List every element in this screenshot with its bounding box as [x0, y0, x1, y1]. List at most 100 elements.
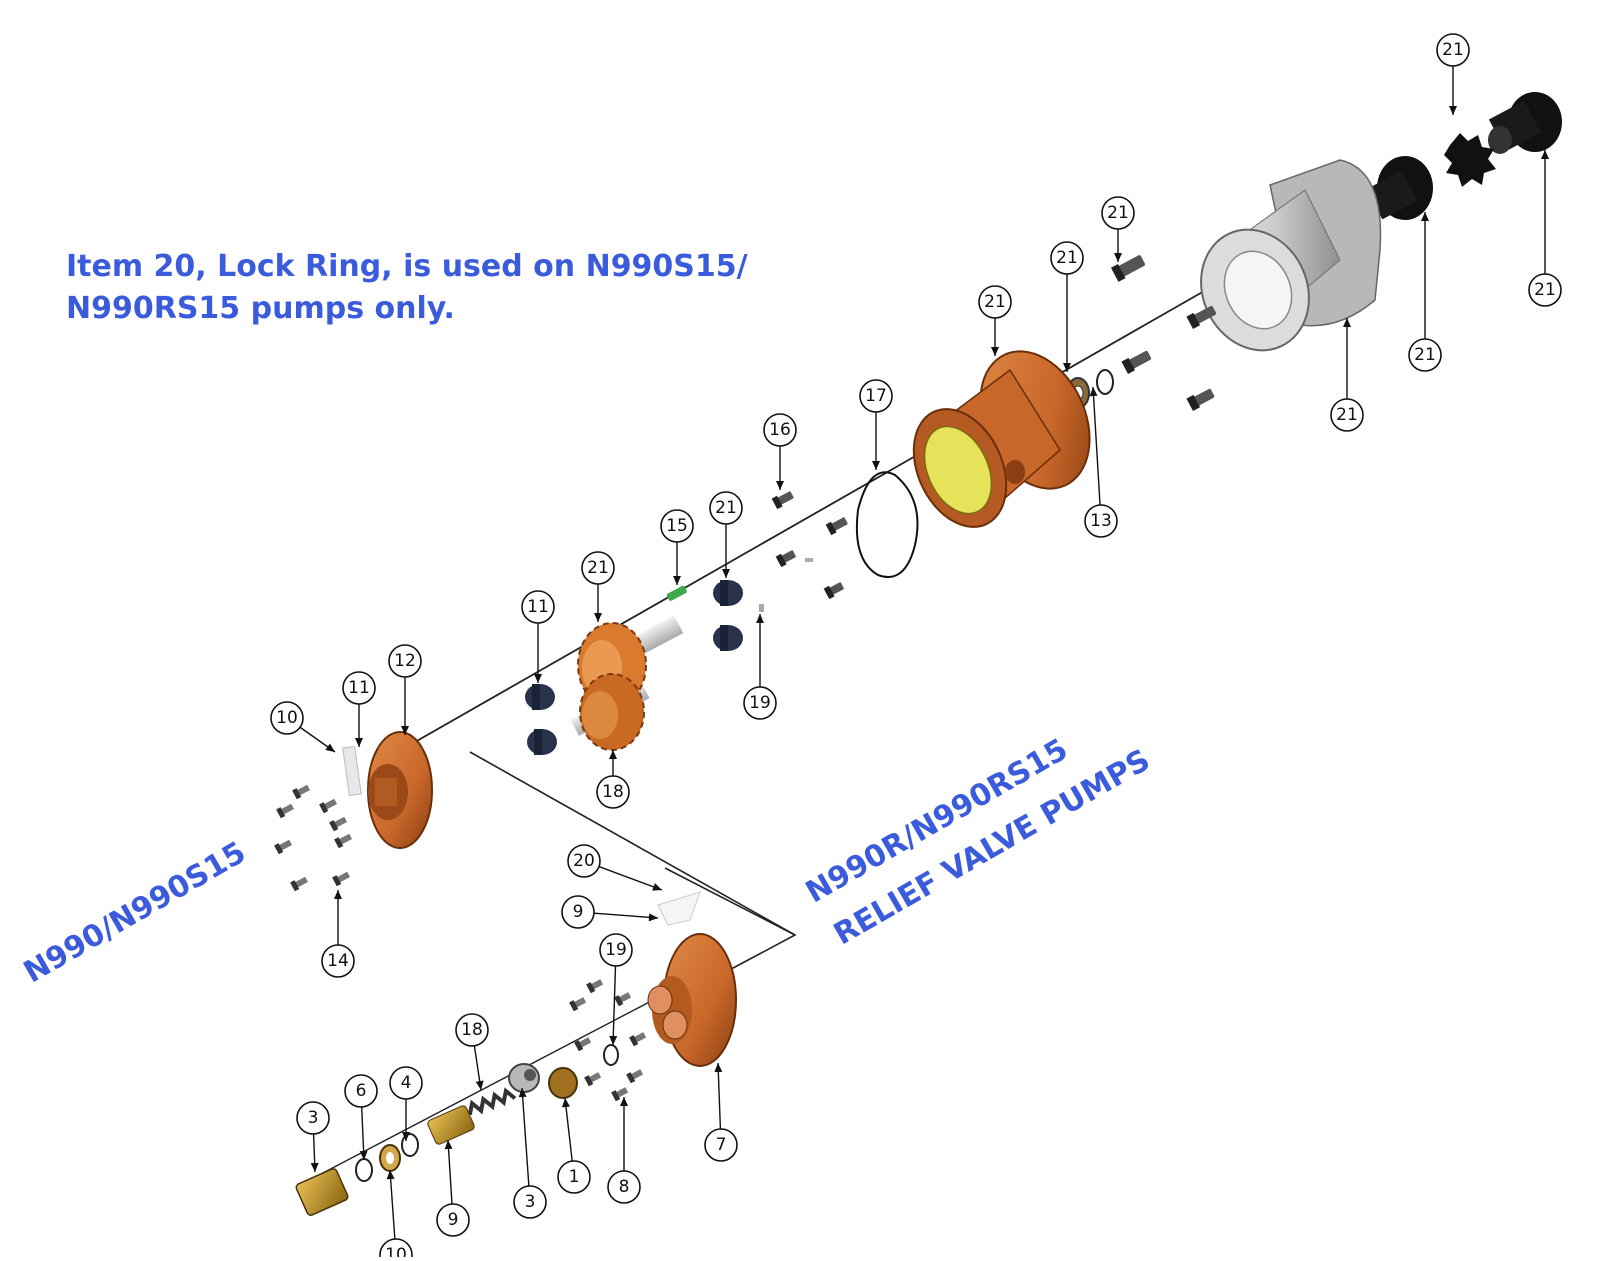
callout-11: 11 — [342, 671, 376, 705]
callout-21: 21 — [1101, 196, 1135, 230]
callout-21: 21 — [581, 551, 615, 585]
callout-13: 13 — [1084, 504, 1118, 538]
callout-circle — [599, 933, 633, 967]
leader-line-7 — [717, 1062, 722, 1130]
leader-line-13 — [1092, 386, 1101, 506]
leader-line-9 — [447, 1139, 453, 1205]
leader-arrowhead-10 — [325, 743, 335, 752]
callout-number: 18 — [461, 1020, 483, 1040]
leader-arrowhead-21 — [1541, 150, 1549, 159]
lock-nut-5 — [379, 1144, 401, 1172]
callout-4: 4 — [389, 1066, 423, 1100]
callout-21: 21 — [978, 285, 1012, 319]
leader-line-20 — [598, 865, 663, 891]
callout-19: 19 — [599, 933, 633, 967]
callout-circle — [455, 1013, 489, 1047]
leader-line-9 — [593, 912, 659, 919]
callout-21: 21 — [1330, 398, 1364, 432]
callout-number: 21 — [1442, 40, 1464, 60]
callout-circle — [557, 1160, 591, 1194]
callout-number: 11 — [527, 597, 549, 617]
callout-circle — [436, 1203, 470, 1237]
leader-arrowhead-11 — [355, 738, 363, 747]
bushing — [527, 729, 557, 755]
coupling-spider — [1444, 133, 1496, 187]
callout-number: 19 — [605, 940, 627, 960]
callout-circle — [596, 775, 630, 809]
callout-18: 18 — [455, 1013, 489, 1047]
leader-arrowhead-18 — [475, 1080, 484, 1090]
o-ring-3a — [401, 1133, 419, 1157]
callout-number: 3 — [525, 1192, 536, 1212]
leader-arrowhead-21 — [1343, 318, 1351, 327]
relief-o-ring-4 — [603, 1044, 619, 1066]
callout-number: 6 — [356, 1081, 367, 1101]
bushing — [525, 684, 555, 710]
callout-10: 10 — [270, 701, 304, 735]
leader-arrowhead-3 — [518, 1088, 527, 1098]
callout-circle — [521, 590, 555, 624]
callout-number: 21 — [1107, 203, 1129, 223]
leader-arrowhead-9 — [444, 1140, 453, 1150]
callout-9: 9 — [436, 1203, 470, 1237]
adapter-bolt — [1110, 255, 1146, 282]
adapter-bolt — [1186, 388, 1215, 411]
callout-number: 10 — [385, 1245, 407, 1257]
callout-14: 14 — [321, 944, 355, 978]
casing-screw — [775, 550, 796, 568]
callout-12: 12 — [388, 644, 422, 678]
callout-circle — [567, 844, 601, 878]
leader-arrowhead-7 — [714, 1063, 723, 1073]
callout-number: 4 — [401, 1073, 412, 1093]
callout-circle — [270, 701, 304, 735]
lock-ring — [1096, 369, 1114, 395]
adjusting-screw-2 — [427, 1105, 475, 1145]
callout-3: 3 — [513, 1185, 547, 1219]
callout-number: 16 — [769, 420, 791, 440]
valve-seat-7 — [548, 1067, 578, 1099]
callout-18: 18 — [596, 775, 630, 809]
shaft-key — [666, 585, 687, 601]
leader-arrowhead-13 — [1089, 387, 1098, 397]
callout-circle — [704, 1128, 738, 1162]
leader-arrowhead-12 — [401, 726, 409, 735]
o-ring — [855, 471, 919, 578]
callout-number: 8 — [619, 1177, 630, 1197]
callout-3: 3 — [296, 1101, 330, 1135]
small-pin — [805, 558, 813, 562]
callout-circle — [763, 413, 797, 447]
callout-21: 21 — [1528, 273, 1562, 307]
callout-9: 9 — [561, 895, 595, 929]
callout-circle — [1330, 398, 1364, 432]
note-line-1: Item 20, Lock Ring, is used on N990S15/ — [66, 249, 748, 284]
callout-16: 16 — [763, 413, 797, 447]
callout-circle — [321, 944, 355, 978]
callout-number: 21 — [587, 558, 609, 578]
callout-circle — [660, 509, 694, 543]
leader-arrowhead-18 — [609, 750, 617, 759]
leader-arrowhead-1 — [562, 1098, 570, 1108]
callout-circle — [1408, 338, 1442, 372]
relief-screws — [569, 979, 647, 1102]
callout-circle — [581, 551, 615, 585]
callout-19: 19 — [743, 686, 777, 720]
callout-number: 11 — [348, 678, 370, 698]
leader-lines — [299, 66, 1549, 1240]
callout-number: 9 — [573, 902, 584, 922]
relief-gasket — [657, 891, 701, 926]
callout-21: 21 — [1050, 241, 1084, 275]
leader-arrowhead-3 — [310, 1162, 319, 1172]
bushing — [713, 580, 743, 606]
leader-arrowhead-21 — [1449, 106, 1457, 115]
valve-poppet-8 — [508, 1063, 540, 1093]
callout-number: 7 — [716, 1135, 727, 1155]
leader-arrowhead-16 — [776, 481, 784, 490]
casing-screw — [771, 491, 794, 510]
callout-11: 11 — [521, 590, 555, 624]
leader-line-1 — [564, 1097, 573, 1162]
leader-arrowhead-4 — [402, 1132, 410, 1141]
callout-number: 18 — [602, 782, 624, 802]
callout-number: 21 — [715, 498, 737, 518]
coupling-half-left — [1366, 156, 1433, 220]
